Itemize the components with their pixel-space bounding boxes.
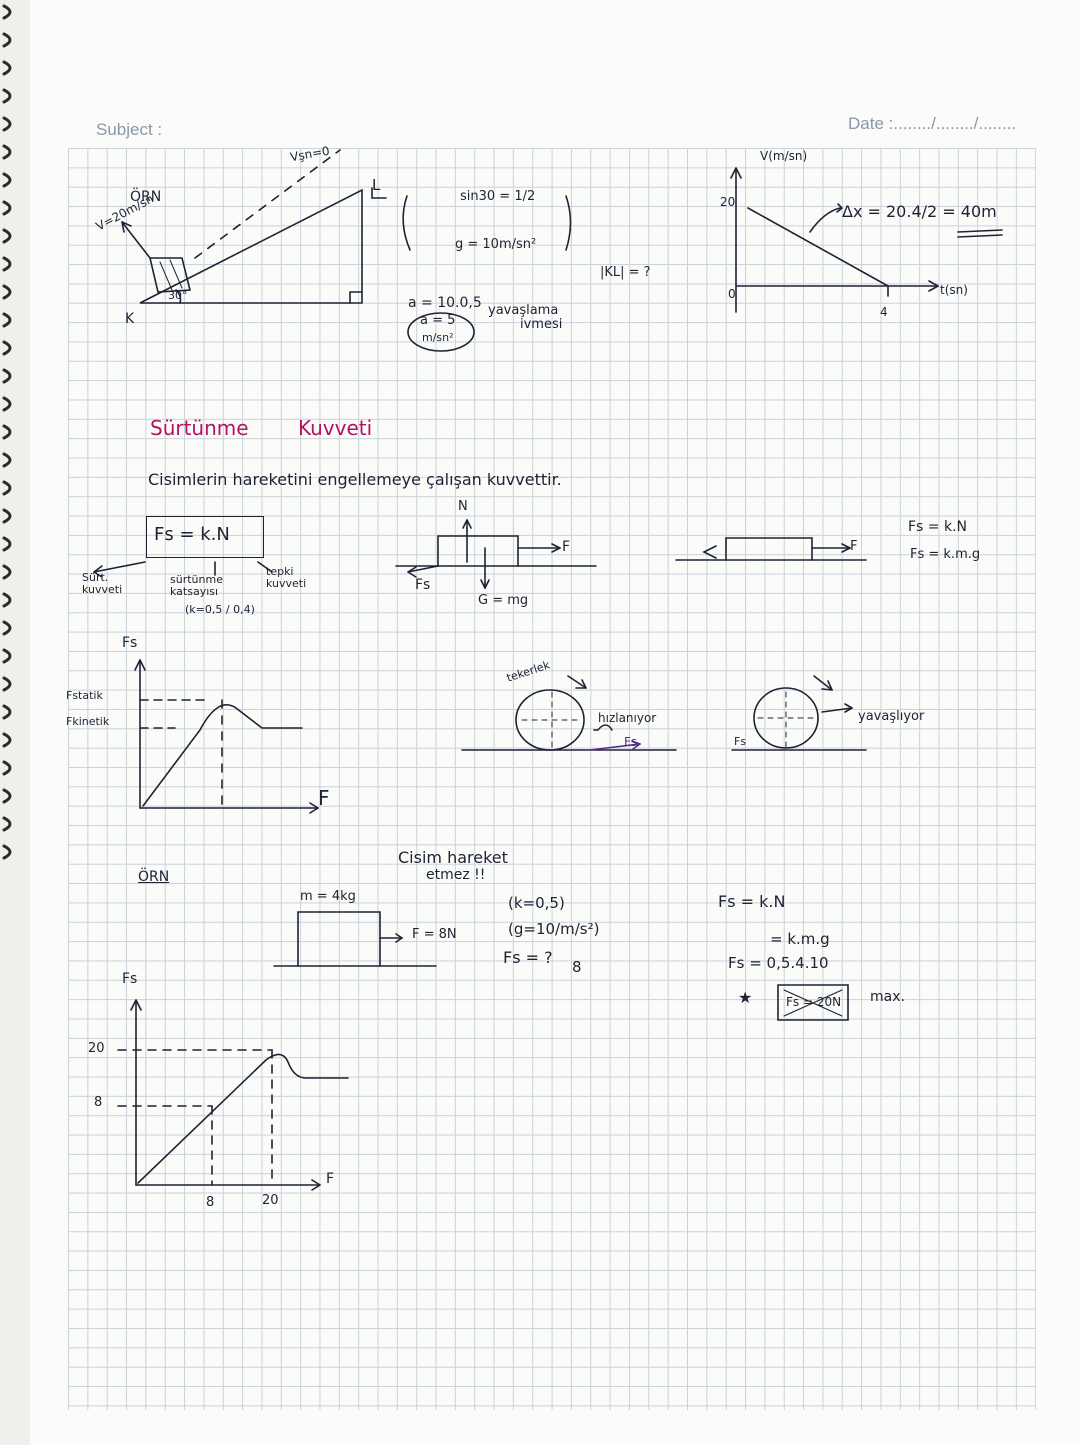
vt-t-end: 4 xyxy=(880,305,888,319)
friction-arrow xyxy=(407,565,439,573)
section-title-force: Kuvveti xyxy=(298,416,373,440)
solution-answer: Fs = 20N xyxy=(786,995,842,1009)
force-f-label: F xyxy=(562,539,571,555)
vt-line xyxy=(747,207,889,287)
star-icon: ★ xyxy=(738,988,753,1007)
label-normal-force: tepki kuvveti xyxy=(266,565,307,591)
wheel-fs-left: Fs xyxy=(734,735,747,748)
formula-box xyxy=(146,516,264,558)
friction-question: Fs = ? xyxy=(503,948,553,967)
point-k: K xyxy=(125,311,135,327)
label-arrow-n xyxy=(257,561,273,573)
date-label: Date :......../......../........ xyxy=(848,114,1017,133)
example-title-1: ÖRN xyxy=(130,189,162,205)
kl-question: |KL| = ? xyxy=(600,265,651,280)
incline-triangle xyxy=(139,188,363,304)
solution-step-2: = k.m.g xyxy=(770,930,830,948)
incline-block xyxy=(148,257,192,293)
force-g-label: G = mg xyxy=(478,593,529,608)
graph1-curve xyxy=(142,704,303,807)
point-l: L xyxy=(372,176,381,194)
formula-right-1: Fs = k.N xyxy=(908,519,968,535)
force-fs-label: Fs xyxy=(415,577,431,593)
section-title-friction: Sürtünme xyxy=(150,416,249,440)
rotation-arrow-2 xyxy=(813,675,833,691)
block-1 xyxy=(437,535,519,567)
friction-formula: Fs = k.N xyxy=(154,524,230,545)
graph2-curve xyxy=(137,1053,349,1184)
rotation-arrow-1 xyxy=(567,675,587,689)
decelerating-label: yavaşlıyor xyxy=(858,709,925,724)
bracket-left xyxy=(402,195,411,251)
graph1-x-label: F xyxy=(318,786,330,810)
graph1-static-label: Fstatik xyxy=(66,689,103,702)
block-3 xyxy=(297,911,381,967)
graph2-y8: 8 xyxy=(94,1095,103,1110)
mass-label: m = 4kg xyxy=(300,889,356,904)
no-motion-1: Cisim hareket xyxy=(398,848,508,867)
wheel-1 xyxy=(515,689,585,751)
graph2-x20: 20 xyxy=(262,1193,279,1208)
label-friction-coef: sürtünme katsayısı xyxy=(170,573,223,599)
decel-label-1: yavaşlama xyxy=(488,303,559,318)
vt-v0: 20 xyxy=(720,195,736,209)
vt-t-label: t(sn) xyxy=(940,283,968,297)
label-friction-force: Sürt. kuvveti xyxy=(82,571,123,597)
example-title-2: ÖRN xyxy=(138,869,170,885)
coef-value: (k=0,5) xyxy=(508,894,565,912)
max-label: max. xyxy=(870,989,905,1005)
spiral-rings xyxy=(2,4,12,860)
velocity-arrow xyxy=(121,221,151,259)
label-arrow-fs xyxy=(93,561,146,573)
dx-arrow xyxy=(809,207,841,233)
graph1-y-label: Fs xyxy=(122,635,138,651)
angle-label: 30° xyxy=(168,289,188,302)
accelerating-label: hızlanıyor xyxy=(598,711,657,725)
answer-box xyxy=(777,984,849,1021)
answer-circle xyxy=(407,312,475,352)
solution-step-3: Fs = 0,5.4.10 xyxy=(728,954,829,972)
gravity-value-2: (g=10/m/s²) xyxy=(508,920,600,938)
label-coef-range: (k=0,5 / 0,4) xyxy=(185,603,255,616)
graph2-y-label: Fs xyxy=(122,971,138,987)
decel-label-2: ivmesi xyxy=(520,317,563,332)
friction-definition: Cisimlerin hareketini engellemeye çalışa… xyxy=(148,470,562,489)
wheel-fs-arrow xyxy=(589,743,641,751)
graph2-x-label: F xyxy=(326,1171,335,1187)
block-2 xyxy=(725,537,813,561)
force-n-label: N xyxy=(458,499,468,514)
accel-result: a = 5 xyxy=(420,313,456,328)
wheel-fs-right: Fs xyxy=(624,735,638,749)
displacement-calc: Δx = 20.4/2 = 40m xyxy=(842,202,997,221)
friction-answer: 8 xyxy=(572,958,582,976)
no-motion-2: etmez !! xyxy=(426,867,486,883)
vt-origin: 0 xyxy=(728,287,736,301)
graph2-x8: 8 xyxy=(206,1195,215,1210)
grid-paper xyxy=(68,148,1036,1410)
accel-unit: m/sn² xyxy=(422,331,454,344)
accel-calc: a = 10.0,5 xyxy=(408,295,482,311)
force-f-label-2: F xyxy=(850,539,858,554)
graph1-kinetic-label: Fkinetik xyxy=(66,715,110,728)
sin-value: sin30 = 1/2 xyxy=(460,189,536,204)
vt-v-label: V(m/sn) xyxy=(760,149,808,163)
subject-label: Subject : xyxy=(96,120,163,139)
gravity-value: g = 10m/sn² xyxy=(455,237,537,252)
solution-step-1: Fs = k.N xyxy=(718,892,786,911)
wheel-2 xyxy=(753,687,819,749)
applied-force-label: F = 8N xyxy=(412,927,457,942)
graph2-y20: 20 xyxy=(88,1041,105,1056)
bracket-right xyxy=(565,195,572,251)
formula-right-2: Fs = k.m.g xyxy=(910,547,981,562)
